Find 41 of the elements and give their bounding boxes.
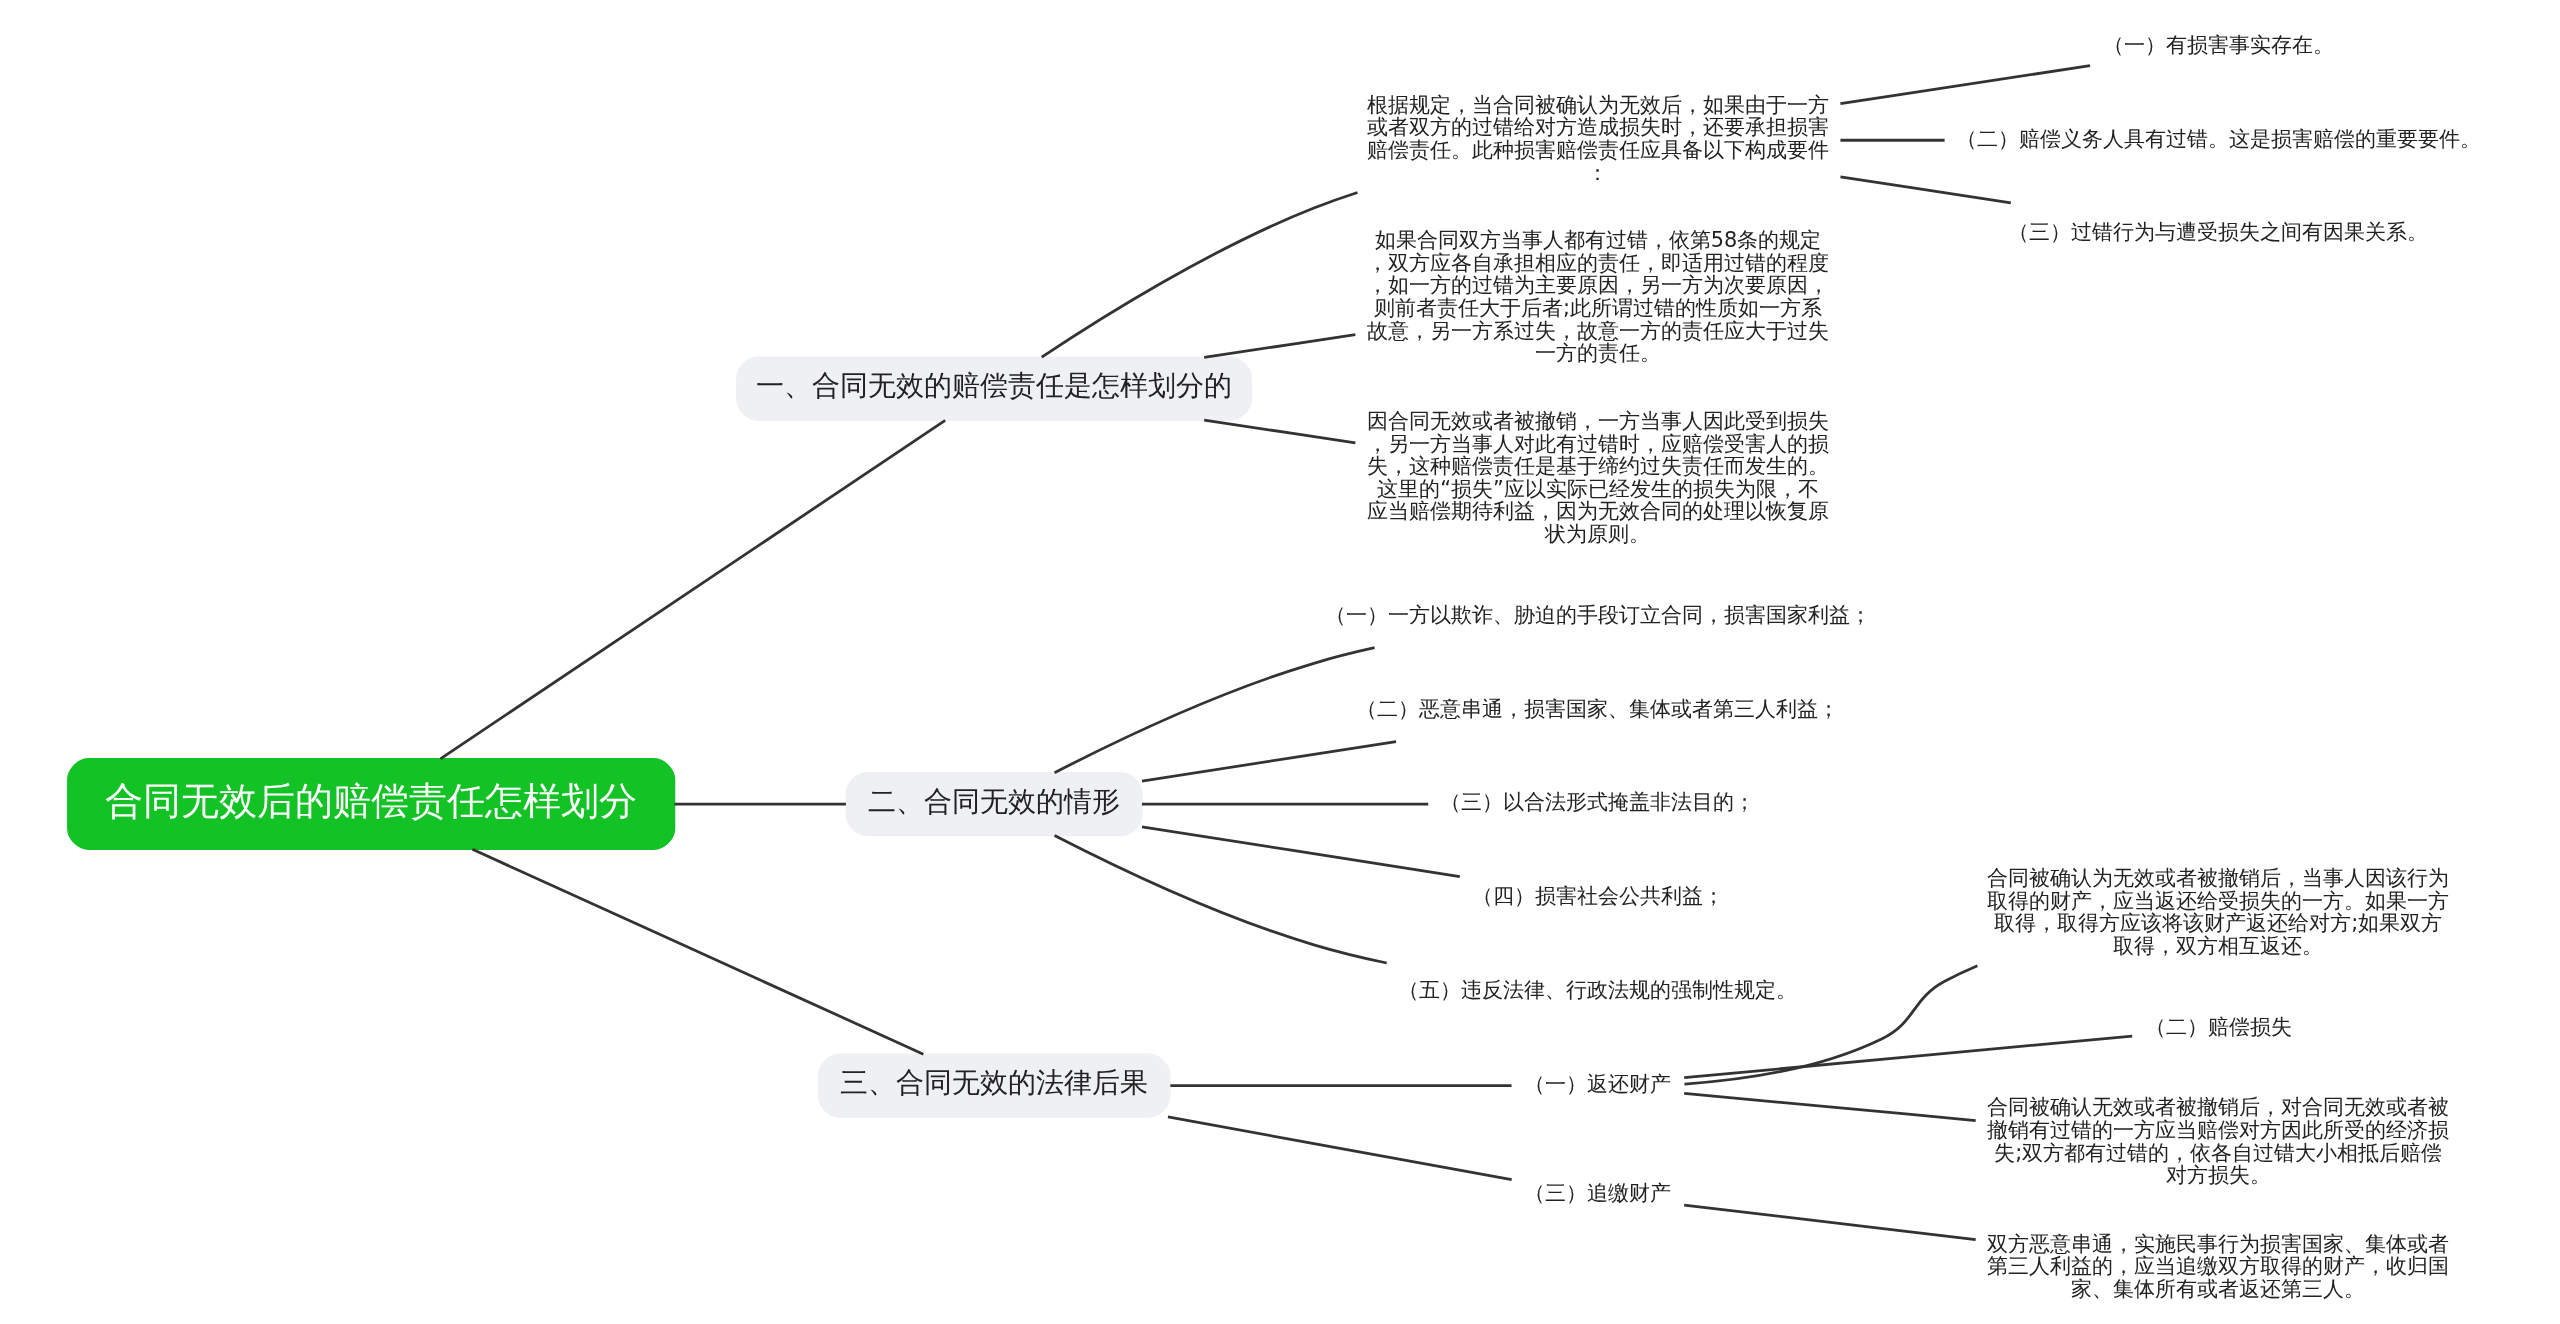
connector [674,802,846,806]
connector [1142,802,1429,806]
connector [1840,175,2012,205]
node-box: 三、合同无效的法律后果 [817,1053,1171,1118]
connector [1170,1084,1512,1087]
connector [1684,1092,1976,1122]
node-text: 合同被确认无效或者被撤销后，对合同无效或者被撤销有过错的一方应当赔偿对方因此所受的经济损失;双方都有过错的，依各自过错大小相抵后赔偿对方损失。 [1987,1095,2450,1188]
node-text: （一）返还财产 [1524,1071,1672,1096]
node-text: （四）损害社会公共利益； [1472,884,1724,909]
connector [1053,834,1387,965]
node-box: 二、合同无效的情形 [845,771,1143,837]
node-text: （二）恶意串通，损害国家、集体或者第三人利益； [1356,696,1840,721]
connector [1684,1203,1976,1241]
node-box: 合同无效后的赔偿责任怎样划分 [67,758,676,851]
node-text: 如果合同双方当事人都有过错，依第58条的规定，双方应各自承担相应的责任，即适用过错的程度，如一方的过错为主要原因，另一方为次要原因，则前者责任大于后者;此所谓过错的性质如一方系故意，另一方系过失，故意一方的责任应大于过失一方的责任。 [1367,228,1829,366]
connector [439,419,946,760]
connector [1203,418,1356,445]
node-text: （五）违反法律、行政法规的强制性规定。 [1398,978,1798,1003]
node-text: 双方恶意串通，实施民事行为损害国家、集体或者第三人利益的，应当追缴双方取得的财产，收归国家、集体所有或者返还第三人。 [1987,1231,2450,1301]
node-text: （三）以合法形式掩盖非法目的； [1440,790,1756,815]
connector [1840,64,2091,105]
node-text: （二）赔偿义务人具有过错。这是损害赔偿的重要要件。 [1955,126,2481,151]
node-text: （二）赔偿损失 [2144,1014,2292,1039]
connector [471,848,924,1056]
connector [1141,825,1461,878]
node-text: （一）一方以欺诈、胁迫的手段订立合同，损害国家利益； [1325,602,1871,627]
node-text: （一）有损害事实存在。 [2102,32,2334,57]
node-text: 根据规定，当合同被确认为无效后，如果由于一方或者双方的过错给对方造成损失时，还要承担损害赔偿责任。此种损害赔偿责任应具备以下构成要件： [1367,92,1829,185]
node-text: （三）追缴财产 [1524,1181,1672,1206]
connector [1684,1034,2133,1080]
node-text: 合同被确认为无效或者被撤销后，当事人因该行为取得的财产，应当返还给受损失的一方。如果一方取得，取得方应该将该财产返还给对方;如果双方取得，双方相互返还。 [1987,866,2450,958]
connector [1141,740,1397,783]
connector [1203,333,1356,359]
connector [1053,646,1375,774]
node-text: 因合同无效或者被撤销，一方当事人因此受到损失，另一方当事人对此有过错时，应赔偿受害人的损失，这种赔偿责任是基于缔约过失责任而发生的。这里的“损失”应以实际已经发生的损失为限，不应当赔偿期待利益，因为无效合同的处理以恢复原状为原则。 [1367,409,1829,546]
connector [1840,138,1945,142]
connector [1684,964,1978,1086]
node-box: 一、合同无效的赔偿责任是怎样划分的 [736,356,1253,421]
node-text: （三）过错行为与遭受损失之间有因果关系。 [2008,220,2429,245]
connector [1167,1115,1512,1181]
connector [1040,191,1358,359]
